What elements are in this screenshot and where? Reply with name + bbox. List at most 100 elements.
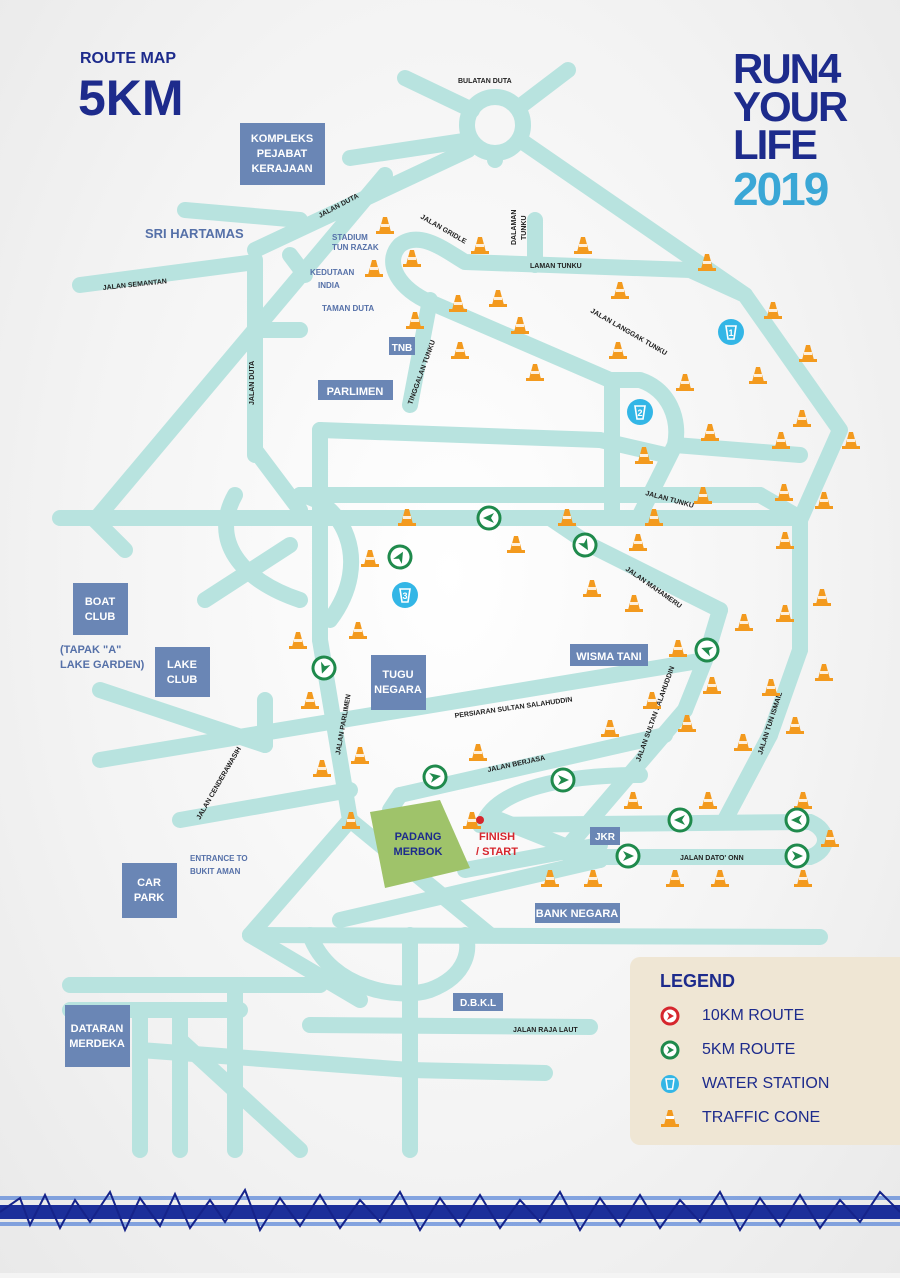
traffic-cone-icon: [776, 532, 794, 549]
entrance-line2: BUKIT AMAN: [190, 867, 241, 876]
traffic-cone-icon: [735, 614, 753, 631]
green-arrow-circle-icon: [660, 1040, 680, 1060]
legend-item-cone: TRAFFIC CONE: [660, 1105, 820, 1131]
legend-item-water: WATER STATION: [660, 1071, 829, 1097]
logo-line3: LIFE: [733, 121, 818, 168]
tapak-line1: (TAPAK "A": [60, 644, 121, 656]
traffic-cone-icon: [361, 550, 379, 567]
legend-item-5km: 5KM ROUTE: [660, 1037, 795, 1063]
road-jalan-dato-onn: JALAN DATO' ONN: [680, 855, 744, 862]
padang-line1: PADANG: [395, 831, 442, 843]
traffic-cone-icon: [775, 484, 793, 501]
jkr-label: JKR: [595, 832, 616, 843]
traffic-cone-icon: [489, 290, 507, 307]
road-dalaman-line2: TUNKU: [521, 216, 528, 241]
boat-club-box: [73, 583, 128, 635]
dataran-line1: DATARAN: [71, 1023, 124, 1035]
traffic-cone-icon: [584, 870, 602, 887]
bank-negara-box: [535, 903, 620, 923]
traffic-cone-icon: [351, 747, 369, 764]
dbkl-label: D.B.K.L: [460, 998, 496, 1009]
green-arrow-circle-icon: [476, 505, 502, 531]
water-station-3-label: 3: [402, 591, 407, 601]
tugu-box: [371, 655, 426, 710]
green-arrow-circle-icon: [784, 843, 810, 869]
road-laman-tunku: LAMAN TUNKU: [530, 263, 582, 270]
parlimen-label: PARLIMEN: [327, 386, 384, 398]
road-jalan-duta-side: JALAN DUTA: [249, 361, 256, 405]
stadium-line2: TUN RAZAK: [332, 243, 379, 252]
traffic-cone-icon: [813, 589, 831, 606]
wisma-tani-box: [570, 644, 648, 666]
dataran-line2: MERDEKA: [69, 1038, 125, 1050]
route-map-title: 5KM: [78, 70, 184, 126]
traffic-cone-icon: [376, 217, 394, 234]
sri-hartamas-label: SRI HARTAMAS: [145, 226, 244, 241]
traffic-cone-icon: [794, 792, 812, 809]
finish-line1: FINISH: [479, 831, 515, 843]
traffic-cone-icon: [666, 870, 684, 887]
lake-club-box: [155, 647, 210, 697]
traffic-cone-icon: [711, 870, 729, 887]
traffic-cone-icon: [601, 720, 619, 737]
dbkl-box: [453, 993, 503, 1011]
finish-start: FINISH / START: [476, 816, 518, 858]
traffic-cone-icon: [764, 302, 782, 319]
logo-line1: RUN4: [733, 45, 841, 92]
traffic-cone-icon: [609, 342, 627, 359]
traffic-cone-icon: [669, 640, 687, 657]
tnb-box: [389, 337, 415, 355]
traffic-cone-icon: [507, 536, 525, 553]
boat-club-line2: CLUB: [85, 611, 116, 623]
car-park-line2: PARK: [134, 892, 164, 904]
water-cup-icon: [661, 1075, 679, 1093]
traffic-cone-icon: [701, 424, 719, 441]
kedutaan-line1: KEDUTAAN: [310, 268, 355, 277]
finish-marker: [476, 816, 484, 824]
traffic-cone-icon: [301, 692, 319, 709]
red-arrow-circle-icon: [660, 1006, 680, 1026]
traffic-cone-icon: [749, 367, 767, 384]
car-park-line1: CAR: [137, 877, 161, 889]
traffic-cone-icon: [451, 342, 469, 359]
lake-club-line2: CLUB: [167, 674, 198, 686]
traffic-cone-icon: [574, 237, 592, 254]
traffic-cone-icon: [794, 870, 812, 887]
kompleks-line3: KERAJAAN: [251, 163, 312, 175]
kompleks-box: [240, 123, 325, 185]
bottom-wave-decoration: [0, 1187, 900, 1233]
traffic-cone-icon: [583, 580, 601, 597]
route-map-subtitle: ROUTE MAP: [80, 50, 176, 67]
traffic-cone-icon: [629, 534, 647, 551]
traffic-cone-icon: [469, 744, 487, 761]
legend-title: LEGEND: [660, 971, 736, 991]
run4yourlife-logo: RUN4 YOUR LIFE 2019: [733, 45, 848, 215]
parlimen-box: [318, 380, 393, 400]
water-station-1-label: 1: [728, 328, 733, 338]
tapak-line2: LAKE GARDEN): [60, 659, 145, 671]
traffic-cone-icon: [799, 345, 817, 362]
water-station-2-label: 2: [637, 408, 642, 418]
padang-merbok-field: [370, 800, 470, 888]
stadium-line1: STADIUM: [332, 233, 368, 242]
legend-label-5km: 5KM ROUTE: [702, 1041, 796, 1058]
entrance-line1: ENTRANCE TO: [190, 854, 248, 863]
legend-panel: LEGEND 10KM ROUTE 5KM ROUTE WATER STATIO…: [630, 957, 900, 1145]
green-arrow-circle-icon: [615, 843, 641, 869]
tugu-line1: TUGU: [382, 669, 413, 681]
dataran-box: [65, 1005, 130, 1067]
traffic-cone-icon: [471, 237, 489, 254]
traffic-cone-icon: [661, 1110, 679, 1127]
traffic-cone-icon: [786, 717, 804, 734]
legend-item-10km: 10KM ROUTE: [660, 1003, 804, 1029]
wisma-tani-label: WISMA TANI: [576, 651, 641, 663]
traffic-cone-icon: [776, 605, 794, 622]
traffic-cone-icon: [762, 679, 780, 696]
place-boxes: KOMPLEKS PEJABAT KERAJAAN TNB PARLIMEN B…: [65, 123, 648, 1067]
legend-label-water: WATER STATION: [702, 1075, 830, 1092]
lake-club-line1: LAKE: [167, 659, 197, 671]
car-park-box: [122, 863, 177, 918]
legend-label-10km: 10KM ROUTE: [702, 1007, 805, 1024]
kompleks-line2: PEJABAT: [257, 148, 308, 160]
